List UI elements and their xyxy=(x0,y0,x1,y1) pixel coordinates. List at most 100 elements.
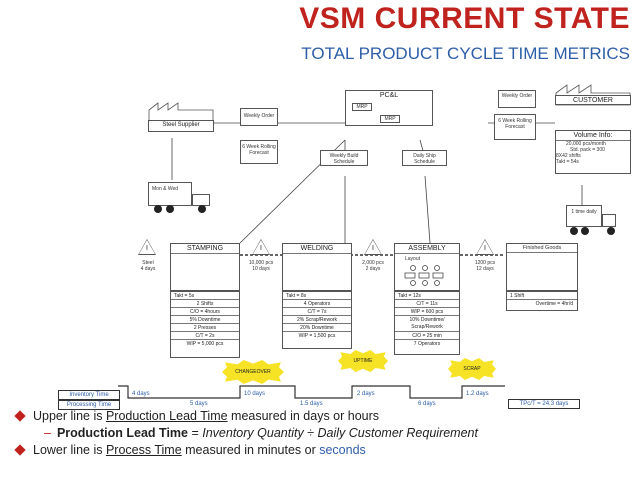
inventory-label: I xyxy=(372,245,374,252)
supplier-delivery-label: Mon & Wed xyxy=(152,186,179,192)
kaizen-burst-changeover: CHANGEOVER xyxy=(222,360,284,384)
inventory-value: 1200 pcs 12 days xyxy=(474,260,496,272)
data-cell: 10% Downtime/ Scrap/Rework xyxy=(395,316,459,332)
note-upper-line: Upper line is Production Lead Time measu… xyxy=(14,408,478,425)
data-cell: WIP = 600 pcs xyxy=(395,308,459,316)
customer-forecast: 6 Week Rolling Forecast xyxy=(494,114,536,140)
data-cell: 2 Shifts xyxy=(171,300,239,308)
volume-info-line: Std. pack = 300 xyxy=(570,147,605,153)
customer-delivery-label: 1 time daily xyxy=(571,209,597,215)
data-cell: C/T = 2s xyxy=(171,332,239,340)
note-term: Production Lead Time xyxy=(56,426,188,440)
note-text: Upper line is xyxy=(33,409,106,423)
process-time-value: 5 days xyxy=(190,401,208,407)
steel-supplier-label: Steel Supplier xyxy=(148,120,214,132)
lead-time-value: 1.2 days xyxy=(466,391,489,397)
weekly-build-schedule: Weekly Build Schedule xyxy=(320,150,368,166)
page-title: VSM CURRENT STATE xyxy=(299,2,630,35)
customer-truck-wheels-icon xyxy=(570,227,615,235)
data-cell: Takt = 12s xyxy=(395,292,459,300)
process-welding: WELDING xyxy=(282,243,352,291)
process-time-value: 1.5 days xyxy=(300,401,323,407)
process-name: STAMPING xyxy=(171,244,239,254)
total-cycle-time: TPc/T = 24.3 days xyxy=(508,399,580,409)
process-name: WELDING xyxy=(283,244,351,254)
data-cell: Takt = 5s xyxy=(171,292,239,300)
data-cell: WIP = 1,500 pcs xyxy=(298,333,336,339)
diamond-bullet-icon xyxy=(14,410,26,422)
lead-time-value: 10 days xyxy=(244,391,266,397)
kaizen-burst-scrap: SCRAP xyxy=(448,358,496,380)
process-time-value: 6 days xyxy=(418,401,436,407)
supplier-forecast: 6 Week Rolling Forecast xyxy=(240,140,278,164)
inventory-label: I xyxy=(484,245,486,252)
inventory-triangle-icon xyxy=(476,239,494,255)
volume-info-line: 20,000 pcs/month xyxy=(566,141,606,147)
process-name: ASSEMBLY xyxy=(395,244,459,254)
data-cell: WIP = 5,000 pcs xyxy=(186,341,224,347)
volume-info-box: Volume Info: 20,000 pcs/month Std. pack … xyxy=(555,130,631,174)
note-text: Lower line is xyxy=(33,443,106,457)
notes: Upper line is Production Lead Time measu… xyxy=(14,408,478,459)
processing-time-label: Processing Time xyxy=(58,400,120,410)
mrp-box: MRP xyxy=(352,103,372,111)
layout-label: Layout xyxy=(405,256,421,262)
supplier-weekly-order: Weekly Order xyxy=(240,108,278,126)
data-cell: 1 Shift xyxy=(507,292,577,300)
supplier-truck-wheels-icon xyxy=(154,205,206,213)
inventory-value: 2,000 pcs 2 days xyxy=(362,260,384,272)
supplier-truck: Mon & Wed xyxy=(148,182,192,206)
process-stamping: STAMPING xyxy=(170,243,240,291)
volume-info-line: 8X42 shifts xyxy=(556,153,581,159)
data-cell: C/T = 7s xyxy=(283,308,351,316)
note-text: measured in minutes or xyxy=(181,443,320,457)
customer-truck-cab xyxy=(602,214,616,227)
data-cell: Takt = 8s xyxy=(283,292,351,300)
inventory-label: I xyxy=(146,245,148,252)
inventory-time-label: Inventory Time xyxy=(58,390,120,400)
diamond-bullet-icon xyxy=(14,444,26,456)
mrp-box-2: MRP xyxy=(380,115,400,123)
finished-data-box: 1 Shift Overtime = 4hr/d xyxy=(506,291,578,311)
assembly-data-box: Takt = 12s C/T = 11s WIP = 600 pcs 10% D… xyxy=(394,291,460,355)
page-subtitle: TOTAL PRODUCT CYCLE TIME METRICS xyxy=(301,44,630,63)
volume-info-line: Takt = 54s xyxy=(556,159,579,165)
customer-truck: 1 time daily xyxy=(566,205,602,227)
dash-bullet-icon: – xyxy=(44,426,51,440)
daily-ship-schedule: Daily Ship Schedule xyxy=(402,150,447,166)
inventory-triangle-icon xyxy=(138,239,156,255)
inventory-label: I xyxy=(260,245,262,252)
data-cell: C/O = 4hours xyxy=(171,308,239,316)
process-assembly: ASSEMBLY Layout xyxy=(394,243,460,291)
production-control-box: PC&L MRP MRP xyxy=(345,90,433,126)
assembly-layout-icon xyxy=(404,265,444,286)
note-emphasis: seconds xyxy=(319,443,366,457)
lead-time-value: 4 days xyxy=(132,391,150,397)
data-cell: 20% Downtime xyxy=(283,324,351,332)
note-formula: Inventory Quantity ÷ Daily Customer Requ… xyxy=(202,426,478,440)
production-control-label: PC&L xyxy=(379,92,399,99)
inventory-triangle-icon xyxy=(364,239,382,255)
customer-weekly-order: Weekly Order xyxy=(498,90,536,108)
inventory-value: 10,000 pcs 10 days xyxy=(248,260,274,272)
data-cell: C/T = 11s xyxy=(395,300,459,308)
finished-goods-label: Finished Goods xyxy=(507,244,577,253)
inventory-value: Steel 4 days xyxy=(140,260,156,272)
note-lower-line: Lower line is Process Time measured in m… xyxy=(14,442,478,459)
data-cell: 7 Operators xyxy=(413,341,441,347)
data-cell: 2 Presses xyxy=(171,324,239,332)
note-term: Production Lead Time xyxy=(105,409,228,423)
welding-data-box: Takt = 8s 4 Operators C/T = 7s 2% Scrap/… xyxy=(282,291,352,349)
volume-info-title: Volume Info: xyxy=(556,131,630,141)
note-term: Process Time xyxy=(105,443,182,457)
stamping-data-box: Takt = 5s 2 Shifts C/O = 4hours 5% Downt… xyxy=(170,291,240,358)
lead-time-value: 2 days xyxy=(357,391,375,397)
customer-label: CUSTOMER xyxy=(555,95,631,105)
finished-goods-box: Finished Goods xyxy=(506,243,578,291)
inventory-triangle-icon xyxy=(252,239,270,255)
data-cell: 2% Scrap/Rework xyxy=(283,316,351,324)
data-cell: 5% Downtime xyxy=(171,316,239,324)
note-text: = xyxy=(188,426,203,440)
kaizen-burst-uptime: UPTIME xyxy=(338,350,388,372)
